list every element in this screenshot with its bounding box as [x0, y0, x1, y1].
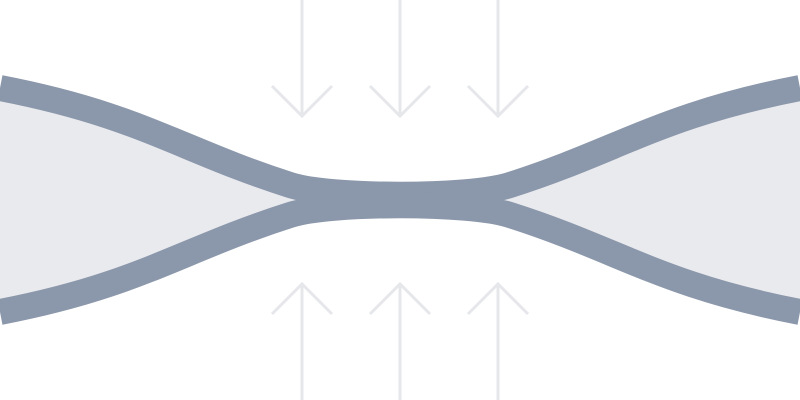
right-wedge-fill	[500, 88, 800, 312]
left-wedge-fill	[0, 88, 300, 312]
arrow-up-icon	[368, 281, 432, 316]
arrow-up-icon	[270, 281, 334, 316]
top-arrow-1	[270, 0, 334, 119]
lower-curve	[0, 192, 800, 325]
arrow-up-icon	[466, 281, 530, 316]
bottom-arrow-3	[466, 281, 530, 400]
arrow-down-icon	[270, 84, 334, 119]
top-arrow-2	[368, 0, 432, 119]
arrow-down-icon	[466, 84, 530, 119]
bottom-arrow-2	[368, 281, 432, 400]
arrow-down-icon	[368, 84, 432, 119]
bottom-arrow-1	[270, 281, 334, 400]
top-arrow-3	[466, 0, 530, 119]
